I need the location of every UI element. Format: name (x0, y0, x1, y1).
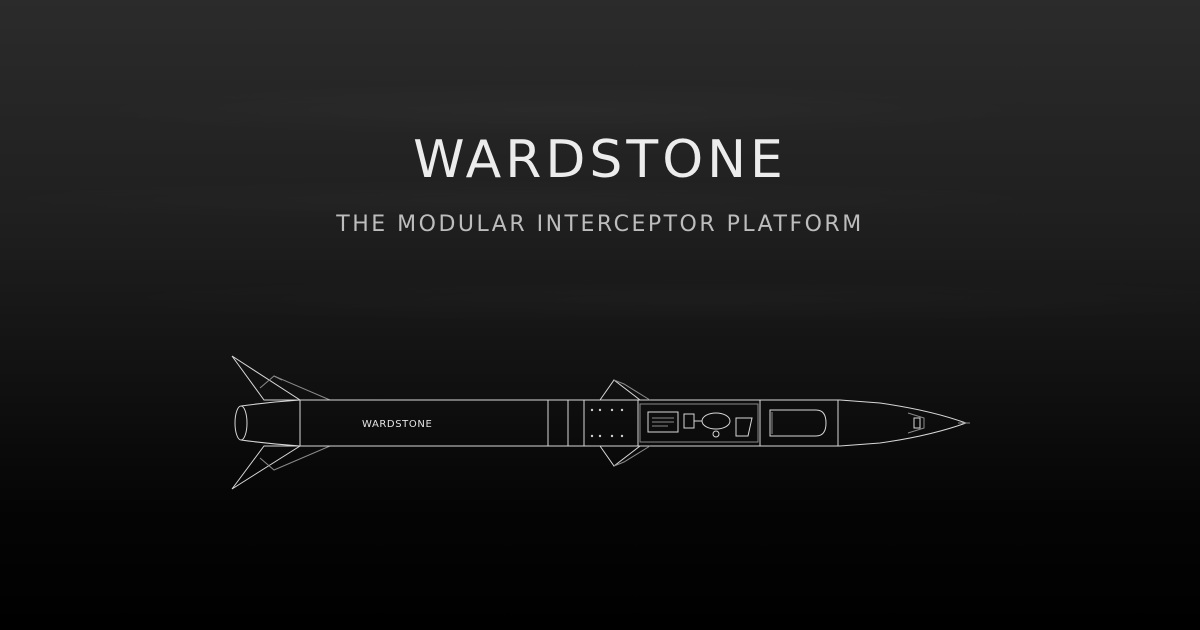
mid-fin-bottom (599, 445, 651, 467)
tail-nozzle (234, 399, 301, 447)
missile-body-label: WARDSTONE (362, 419, 432, 430)
rear-fin-top (231, 355, 331, 401)
nose-cone (907, 412, 970, 434)
brand-title: WARDSTONE (413, 130, 787, 190)
brand-tagline: THE MODULAR INTERCEPTOR PLATFORM (336, 212, 864, 237)
fin-bay-bolts (590, 408, 624, 438)
seeker-compartment (769, 409, 827, 437)
rear-fin-bottom (231, 445, 331, 490)
avionics-bay (647, 411, 753, 438)
mid-fin-top (599, 379, 651, 401)
